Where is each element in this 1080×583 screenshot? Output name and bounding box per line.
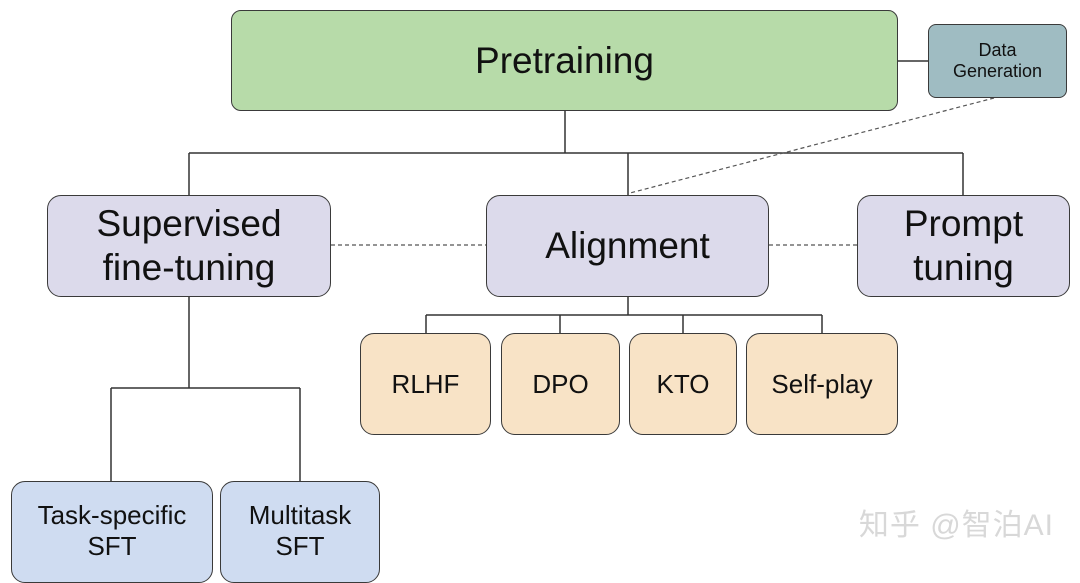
- self-play-node: Self-play: [746, 333, 898, 435]
- rlhf-node: RLHF: [360, 333, 491, 435]
- kto-node: KTO: [629, 333, 737, 435]
- watermark: 知乎 @智泊AI: [858, 509, 1054, 542]
- alignment-node: Alignment: [486, 195, 769, 297]
- pretraining-label: Pretraining: [475, 39, 654, 81]
- prompt-tuning-label: Prompt tuning: [903, 203, 1024, 288]
- alignment-label: Alignment: [545, 225, 710, 267]
- multitask-sft-label: Multitask SFT: [248, 500, 352, 561]
- data-generation-label: Data Generation: [952, 39, 1043, 81]
- supervised-fine-tuning-node: Supervised fine-tuning: [47, 195, 331, 297]
- pretraining-node: Pretraining: [231, 10, 898, 111]
- prompt-tuning-node: Prompt tuning: [857, 195, 1070, 297]
- task-specific-sft-label: Task-specific SFT: [37, 500, 187, 561]
- task-specific-sft-node: Task-specific SFT: [11, 481, 213, 583]
- dpo-node: DPO: [501, 333, 620, 435]
- rlhf-label: RLHF: [391, 368, 460, 399]
- kto-label: KTO: [656, 368, 710, 399]
- supervised-fine-tuning-label: Supervised fine-tuning: [96, 203, 282, 288]
- multitask-sft-node: Multitask SFT: [220, 481, 380, 583]
- self-play-label: Self-play: [771, 368, 873, 399]
- dpo-label: DPO: [532, 368, 589, 399]
- connector-lines: [110, 60, 995, 481]
- data-generation-node: Data Generation: [928, 24, 1067, 98]
